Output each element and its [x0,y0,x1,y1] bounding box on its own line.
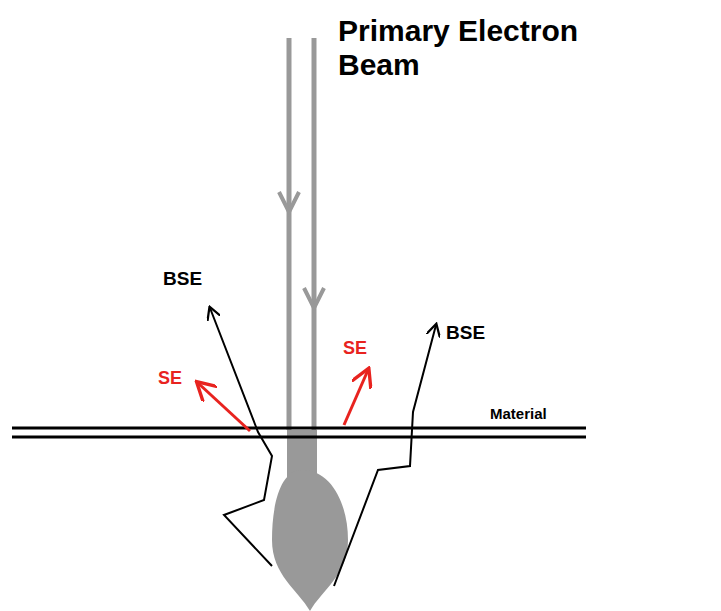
bse-path [210,308,272,566]
beam-title: Primary Electron Beam [338,14,600,81]
beam-arrow [279,192,299,212]
se-label: SE [343,338,367,358]
material-label: Material [490,406,547,423]
beam-line [287,38,292,430]
material-surface [12,427,586,430]
beam-line [312,38,317,430]
bse-path [334,325,436,586]
bse-label: BSE [163,268,202,289]
material-surface [12,436,586,439]
beam-arrow [304,288,324,308]
bse-label: BSE [446,322,485,343]
interaction-volume [272,470,348,611]
se-arrow [344,370,368,425]
se-label: SE [158,368,182,388]
se-arrow [198,383,250,431]
